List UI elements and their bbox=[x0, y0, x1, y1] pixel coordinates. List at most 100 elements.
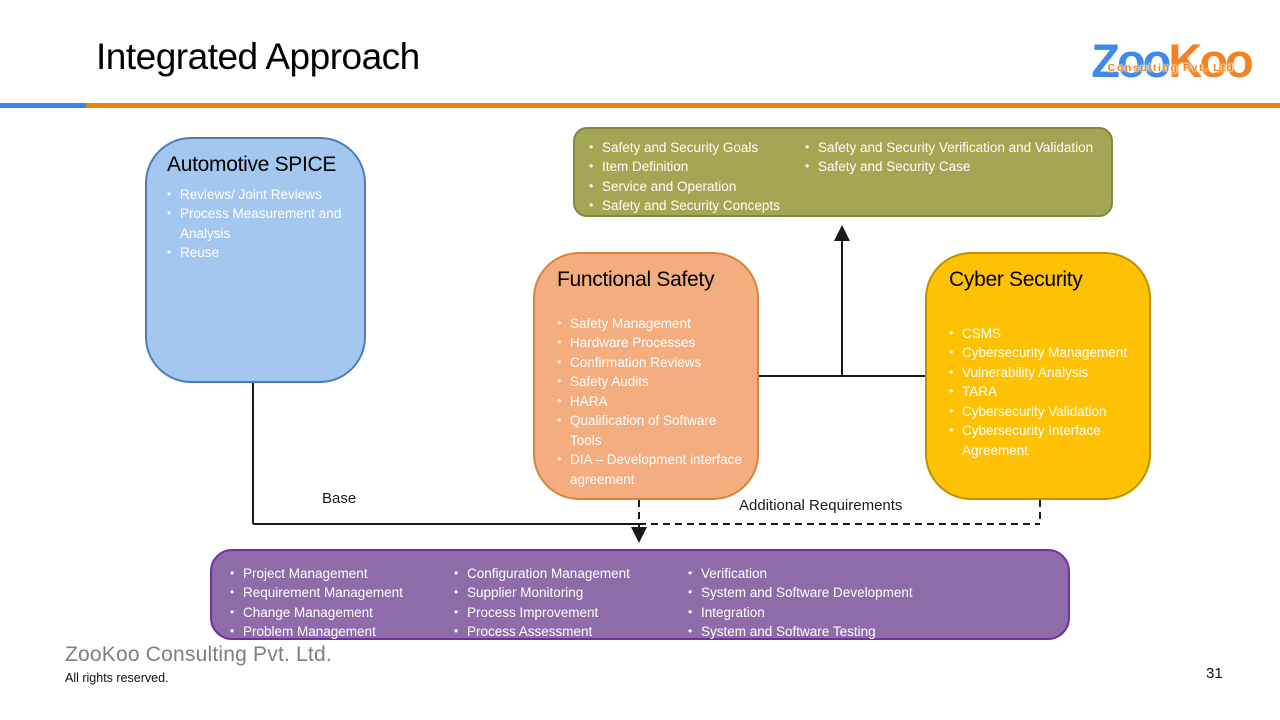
functional-safety-title: Functional Safety bbox=[557, 268, 715, 291]
bullet-text: Safety and Security Goals bbox=[602, 140, 759, 155]
bullet-icon: • bbox=[557, 354, 562, 369]
bullet-text: Safety and Security Verification and Val… bbox=[818, 140, 1094, 155]
bullet-text: Service and Operation bbox=[602, 178, 737, 194]
bullet-icon: • bbox=[688, 585, 693, 600]
bullet-text: Process Assessment bbox=[467, 624, 593, 640]
bullet-item: • Service and Operation bbox=[589, 177, 805, 196]
bullet-icon: • bbox=[557, 393, 562, 408]
bullet-text: Vulnerability Analysis bbox=[962, 364, 1089, 380]
bullet-icon: • bbox=[230, 624, 235, 639]
base-processes-col1: •Project Management•Requirement Manageme… bbox=[230, 564, 446, 641]
bullet-item: •Requirement Management bbox=[230, 583, 446, 602]
bullet-icon: • bbox=[949, 364, 954, 379]
divider-orange-segment bbox=[86, 103, 1280, 108]
bullet-icon: • bbox=[557, 374, 562, 389]
page-title: Integrated Approach bbox=[96, 36, 420, 77]
bullet-text: Safety Management bbox=[570, 316, 691, 331]
bullet-item: • Cybersecurity Management bbox=[949, 343, 1139, 362]
bullet-icon: • bbox=[454, 585, 459, 600]
bullet-icon: • bbox=[949, 403, 954, 418]
bullet-item: •Safety and Security Verification and Va… bbox=[805, 138, 1103, 157]
functional-safety-box: Functional Safety • Safety Management • Har… bbox=[533, 252, 759, 500]
bullet-icon: • bbox=[949, 345, 954, 360]
bullet-item: • Problem Management bbox=[230, 622, 446, 641]
bullet-item: •Change Management bbox=[230, 603, 446, 622]
bullet-text: Requirement Management bbox=[243, 585, 403, 601]
bullet-text: DIA – Development interface agreement bbox=[570, 452, 742, 487]
functional-safety-list: • Safety Management • Hardware Processes • Co… bbox=[557, 314, 745, 489]
bullet-item: •Process Measurement and Analysis bbox=[167, 204, 350, 243]
bullet-text: Safety and Security Concepts bbox=[602, 198, 780, 214]
bullet-text: Reuse bbox=[180, 245, 220, 261]
bullet-icon: • bbox=[454, 604, 459, 619]
bullet-text: HARA bbox=[570, 393, 608, 409]
bullet-icon: • bbox=[557, 413, 562, 428]
logo-k: K bbox=[1168, 34, 1202, 87]
bullet-icon: • bbox=[557, 316, 562, 330]
bullet-item: • Vulnerability Analysis bbox=[949, 363, 1139, 382]
bullet-item: •TARA bbox=[949, 382, 1139, 401]
logo-z: Z bbox=[1091, 34, 1120, 87]
bullet-item: • Safety Management bbox=[557, 314, 745, 333]
footer-rights: All rights reserved. bbox=[65, 671, 169, 685]
bullet-item: • Hardware Processes bbox=[557, 333, 745, 352]
bullet-item: •Supplier Monitoring bbox=[454, 583, 680, 602]
bullet-item: •System and Software Development bbox=[688, 583, 1052, 602]
base-processes-col3: •Verification•System and Software Develo… bbox=[688, 564, 1052, 639]
bullet-icon: • bbox=[167, 187, 172, 201]
bullet-icon: • bbox=[454, 566, 459, 580]
bullet-text: Confirmation Reviews bbox=[570, 354, 702, 370]
footer-company: ZooKoo Consulting Pvt. Ltd. bbox=[65, 643, 332, 666]
bullet-item: •Process Assessment bbox=[454, 622, 680, 641]
bullet-text: Cybersecurity Management bbox=[962, 345, 1128, 361]
bullet-text: Hardware Processes bbox=[570, 335, 696, 351]
cyber-security-list: • CSMS • Cybersecurity Management • Vulnerabi… bbox=[949, 324, 1139, 460]
bullet-item: • Qualification of Software Tools bbox=[557, 411, 745, 450]
bullet-icon: • bbox=[688, 624, 693, 639]
bullet-icon: • bbox=[949, 326, 954, 340]
base-label: Base bbox=[322, 490, 357, 507]
bullet-text: Project Management bbox=[243, 566, 368, 581]
bullet-text: TARA bbox=[962, 384, 998, 400]
bullet-icon: • bbox=[167, 245, 172, 260]
base-processes-box: •Project Management•Requirement Manageme… bbox=[210, 549, 1070, 640]
bullet-text: Safety Audits bbox=[570, 374, 649, 390]
goals-list-right: • Safety and Security Verification and Va… bbox=[805, 138, 1103, 215]
bullet-text: Item Definition bbox=[602, 159, 689, 175]
cyber-security-title: Cyber Security bbox=[949, 268, 1083, 291]
bullet-item: •Integration bbox=[688, 603, 1052, 622]
bullet-icon: • bbox=[688, 566, 693, 580]
bullet-icon: • bbox=[688, 604, 693, 619]
bullet-text: Problem Management bbox=[243, 624, 376, 640]
automotive-spice-list: • Reviews/ Joint Reviews •Process Measurem… bbox=[167, 185, 350, 263]
bullet-text: Configuration Management bbox=[467, 566, 630, 581]
bullet-item: •Project Management bbox=[230, 564, 446, 583]
bullet-icon: • bbox=[805, 159, 810, 174]
bullet-text: CSMS bbox=[962, 326, 1002, 341]
bullet-item: • Safety and Security Case bbox=[805, 157, 1103, 176]
bullet-icon: • bbox=[557, 335, 562, 350]
bullet-text: Safety and Security Case bbox=[818, 159, 971, 175]
bullet-item: • Safety and Security Goals bbox=[589, 138, 805, 157]
cyber-security-box: Cyber Security • CSMS • Cybersecurity Manag… bbox=[925, 252, 1151, 500]
additional-requirements-label: Additional Requirements bbox=[739, 497, 903, 514]
bullet-item: •Process Improvement bbox=[454, 603, 680, 622]
bullet-text: Cybersecurity Interface Agreement bbox=[962, 423, 1101, 458]
bullet-item: •Cybersecurity Interface Agreement bbox=[949, 421, 1139, 460]
bullet-text: Reviews/ Joint Reviews bbox=[180, 187, 322, 202]
bullet-icon: • bbox=[589, 198, 594, 213]
bullet-item: • Reviews/ Joint Reviews bbox=[167, 185, 350, 204]
bullet-icon: • bbox=[589, 159, 594, 174]
logo-oo-blue: oo bbox=[1116, 34, 1171, 87]
bullet-item: •Cybersecurity Validation bbox=[949, 402, 1139, 421]
bullet-item: • HARA bbox=[557, 392, 745, 411]
logo-oo-orange: oo bbox=[1199, 34, 1253, 87]
bullet-text: Change Management bbox=[243, 604, 373, 620]
divider-blue-segment bbox=[0, 103, 86, 108]
zookoo-logo: ZooKoo Consulting Pvt. Ltd bbox=[1078, 30, 1264, 96]
bullet-item: •Verification bbox=[688, 564, 1052, 583]
bullet-icon: • bbox=[589, 178, 594, 193]
bullet-icon: • bbox=[589, 140, 594, 154]
safety-security-goals-box: • Safety and Security Goals • Item Definiti… bbox=[573, 127, 1113, 217]
bullet-text: Qualification of Software Tools bbox=[570, 413, 717, 448]
